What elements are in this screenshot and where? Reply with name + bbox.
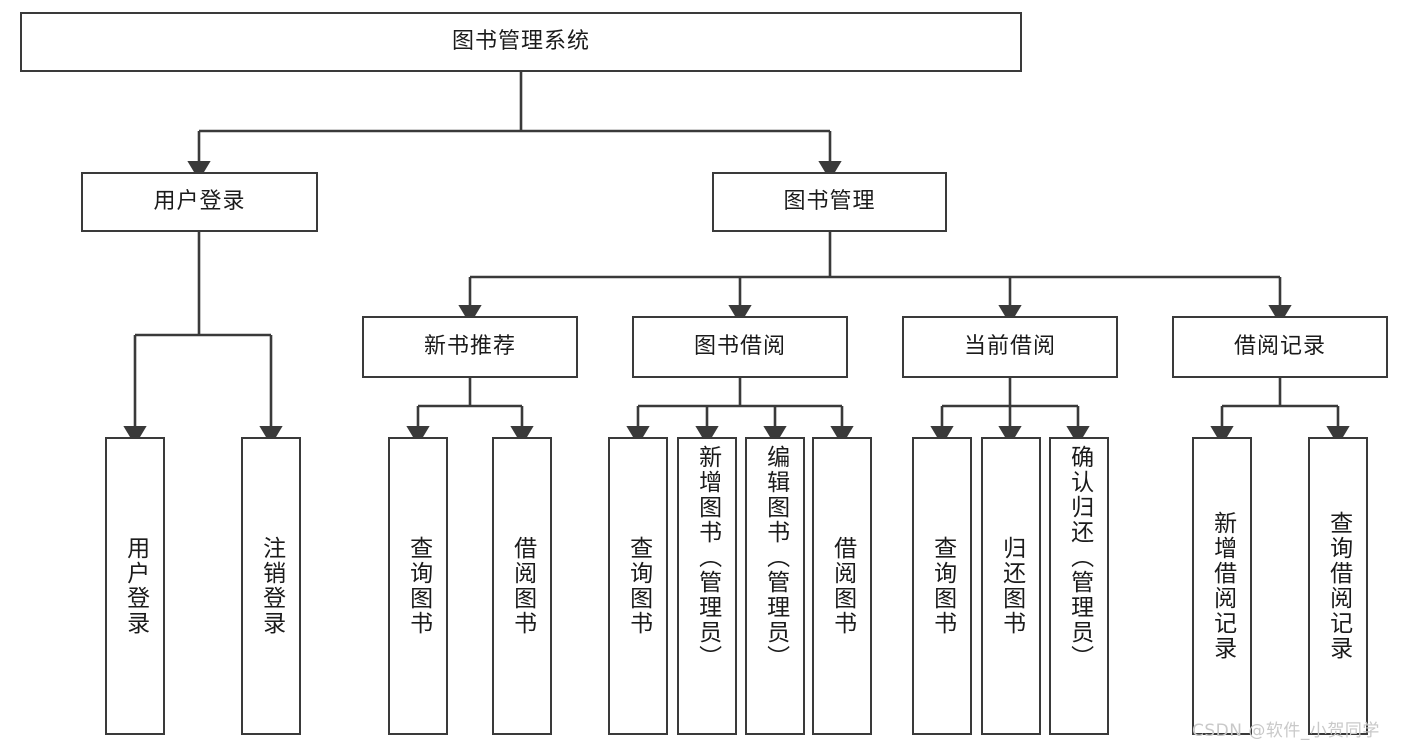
node-label: 借阅记录 bbox=[1233, 333, 1326, 359]
leaf-borrow-book[interactable]: 借阅图书 bbox=[812, 437, 872, 735]
leaf-user-login[interactable]: 用户登录 bbox=[105, 437, 165, 735]
leaf-add-book-admin[interactable]: 新增图书（管理员） bbox=[677, 437, 737, 735]
node-label: 编辑图书（管理员） bbox=[762, 445, 789, 670]
node-label: 图书借阅 bbox=[693, 333, 786, 359]
node-user-login[interactable]: 用户登录 bbox=[81, 172, 318, 232]
node-label: 借阅图书 bbox=[829, 536, 856, 636]
node-label: 注销登录 bbox=[258, 536, 285, 636]
node-current-borrow[interactable]: 当前借阅 bbox=[902, 316, 1118, 378]
node-new-book-recommend[interactable]: 新书推荐 bbox=[362, 316, 578, 378]
node-label: 查询图书 bbox=[625, 536, 652, 636]
leaf-borrow-book-recommend[interactable]: 借阅图书 bbox=[492, 437, 552, 735]
node-label: 借阅图书 bbox=[509, 536, 536, 636]
leaf-confirm-return-admin[interactable]: 确认归还（管理员） bbox=[1049, 437, 1109, 735]
leaf-return-book[interactable]: 归还图书 bbox=[981, 437, 1041, 735]
node-label: 新书推荐 bbox=[423, 333, 516, 359]
node-label: 当前借阅 bbox=[963, 333, 1056, 359]
leaf-query-book-current[interactable]: 查询图书 bbox=[912, 437, 972, 735]
node-label: 新增借阅记录 bbox=[1209, 511, 1236, 661]
node-book-borrow[interactable]: 图书借阅 bbox=[632, 316, 848, 378]
node-label: 用户登录 bbox=[122, 536, 149, 636]
node-label: 用户登录 bbox=[153, 188, 246, 214]
node-label: 新增图书（管理员） bbox=[694, 445, 721, 670]
node-label: 确认归还（管理员） bbox=[1066, 445, 1093, 670]
csdn-watermark: CSDN @软件_小贺同学 bbox=[1192, 721, 1380, 741]
node-book-management[interactable]: 图书管理 bbox=[712, 172, 947, 232]
leaf-query-book-recommend[interactable]: 查询图书 bbox=[388, 437, 448, 735]
node-borrow-record[interactable]: 借阅记录 bbox=[1172, 316, 1388, 378]
leaf-query-book-borrow[interactable]: 查询图书 bbox=[608, 437, 668, 735]
node-label: 查询借阅记录 bbox=[1325, 511, 1352, 661]
node-label: 查询图书 bbox=[929, 536, 956, 636]
leaf-query-borrow-record[interactable]: 查询借阅记录 bbox=[1308, 437, 1368, 735]
node-label: 归还图书 bbox=[998, 536, 1025, 636]
leaf-add-borrow-record[interactable]: 新增借阅记录 bbox=[1192, 437, 1252, 735]
node-root-book-management-system[interactable]: 图书管理系统 bbox=[20, 12, 1022, 72]
leaf-logout[interactable]: 注销登录 bbox=[241, 437, 301, 735]
leaf-edit-book-admin[interactable]: 编辑图书（管理员） bbox=[745, 437, 805, 735]
node-label: 图书管理系统 bbox=[451, 28, 590, 54]
node-label: 图书管理 bbox=[783, 188, 876, 214]
node-label: 查询图书 bbox=[405, 536, 432, 636]
